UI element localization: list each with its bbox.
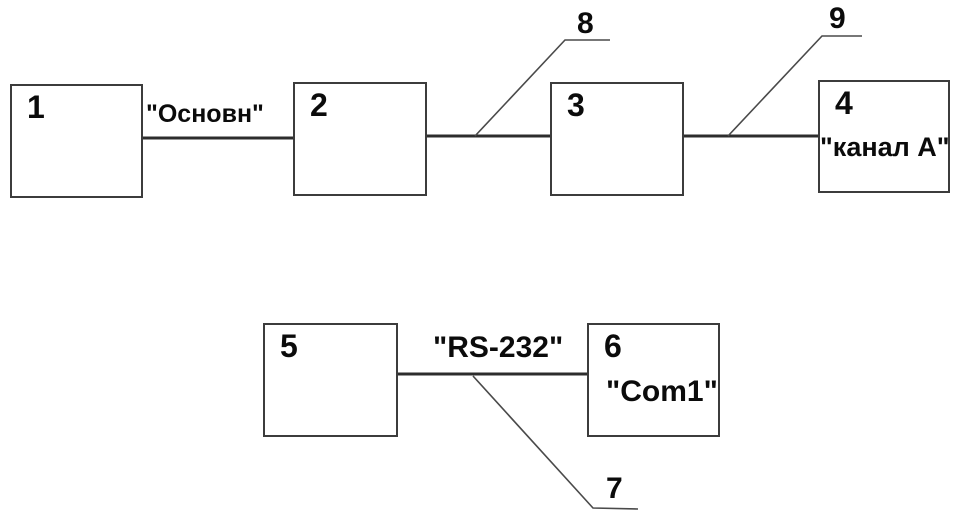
block-1-number: 1	[27, 89, 45, 125]
block-2-number: 2	[310, 87, 328, 123]
block-5-number: 5	[280, 328, 298, 364]
block-3: 3	[550, 82, 684, 196]
block-6-port-label: "Com1"	[606, 375, 718, 408]
callout-8-leader-line	[474, 39, 610, 137]
block-5: 5	[263, 323, 398, 437]
callout-7-label: 7	[606, 472, 623, 505]
block-2: 2	[293, 82, 427, 196]
block-4: 4 "канал А"	[818, 80, 950, 193]
callout-9-leader-line	[727, 35, 862, 137]
block-6-number: 6	[604, 328, 622, 364]
block-4-number: 4	[835, 85, 853, 121]
block-4-port-label: "канал А"	[820, 132, 950, 162]
callout-7-leader-line	[472, 375, 639, 510]
link-label-rs232: "RS-232"	[433, 331, 564, 364]
callout-9-label: 9	[829, 2, 846, 35]
callout-8-label: 8	[577, 7, 594, 40]
block-6: 6 "Com1"	[587, 323, 720, 437]
block-3-number: 3	[567, 87, 585, 123]
link-label-osnovn: "Основн"	[146, 100, 264, 128]
block-1: 1	[10, 84, 143, 198]
